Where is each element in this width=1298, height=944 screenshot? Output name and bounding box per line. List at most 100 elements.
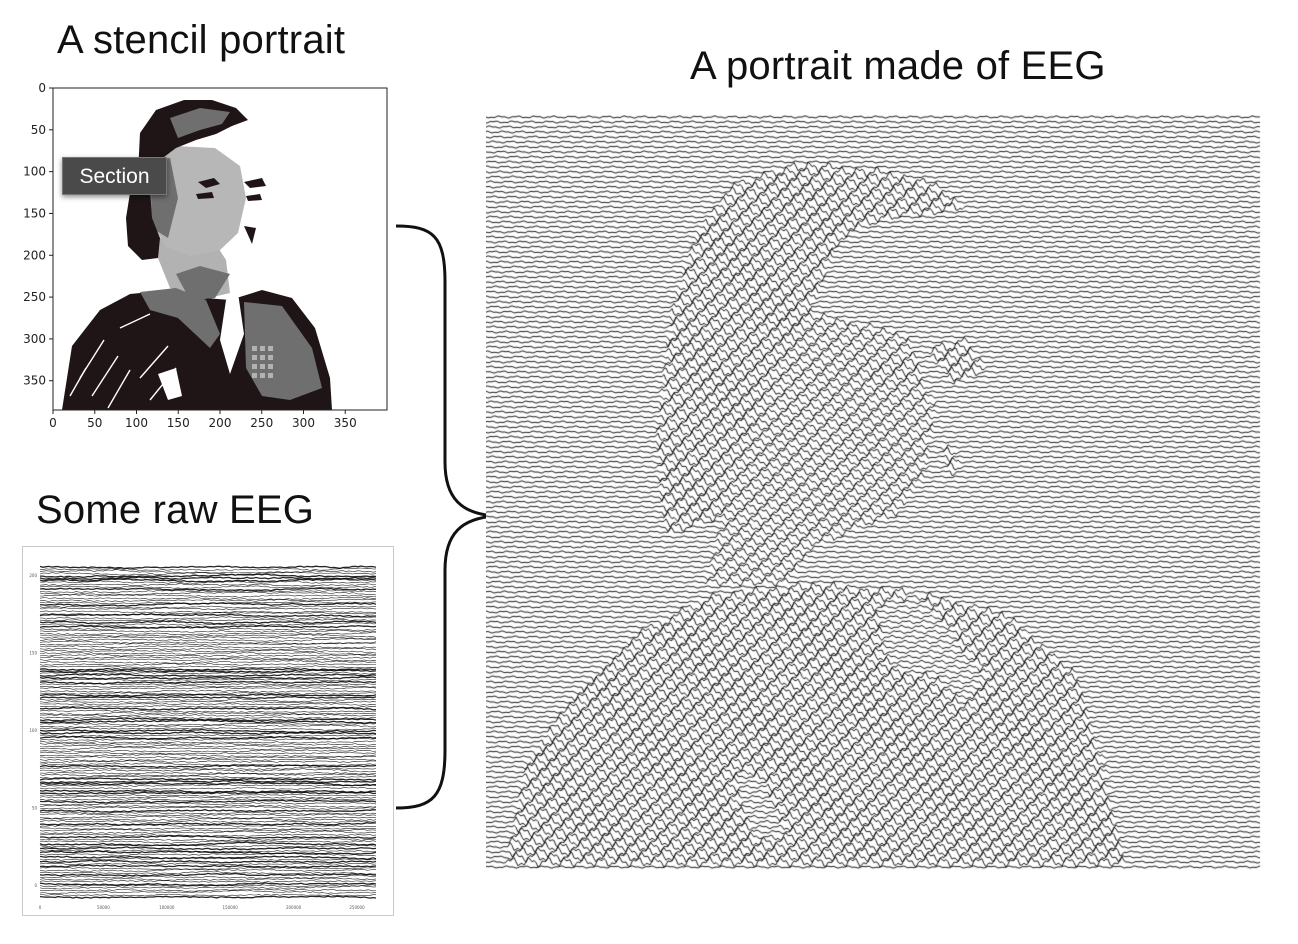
y-tick-label: 250	[23, 290, 46, 304]
eeg-trace	[39, 598, 377, 603]
eeg-trace	[39, 716, 377, 720]
raw-y-tick-label: 100	[29, 728, 37, 733]
eeg-trace	[39, 658, 377, 662]
eeg-trace	[39, 597, 377, 601]
eeg-trace	[40, 642, 377, 646]
eeg-trace	[39, 868, 377, 873]
x-tick-label: 100	[125, 416, 148, 430]
eeg-trace	[39, 779, 377, 784]
section-tooltip: Section	[62, 157, 167, 195]
y-tick-label: 0	[38, 81, 46, 95]
eeg-trace	[39, 629, 377, 633]
eeg-trace	[39, 580, 377, 584]
raw-x-tick-label: 250000	[349, 905, 365, 910]
eeg-trace	[39, 620, 377, 625]
eeg-trace	[39, 713, 377, 717]
raw-x-tick-label: 150000	[223, 905, 239, 910]
y-tick-label: 300	[23, 332, 46, 346]
eeg-trace	[39, 846, 377, 851]
eeg-trace	[39, 793, 377, 797]
eeg-trace	[39, 749, 377, 753]
eeg-trace	[39, 874, 377, 880]
eeg-trace	[39, 775, 377, 779]
eeg-trace	[39, 751, 377, 755]
eeg-trace	[39, 798, 377, 802]
eeg-trace	[39, 645, 377, 649]
eeg-trace	[39, 616, 377, 621]
eeg-trace	[39, 693, 377, 697]
eeg-trace	[39, 760, 377, 764]
eeg-trace	[39, 877, 377, 881]
eeg-trace	[40, 698, 377, 703]
eeg-trace	[40, 665, 377, 669]
raw-x-tick-label: 50000	[97, 905, 110, 910]
eeg-trace	[39, 722, 377, 726]
eeg-trace	[39, 804, 377, 808]
eeg-trace	[39, 626, 377, 631]
eeg-trace	[39, 764, 377, 769]
eeg-trace	[39, 695, 377, 700]
eeg-trace	[39, 587, 377, 592]
eeg-trace	[39, 857, 376, 861]
eeg-trace	[39, 864, 377, 869]
eeg-trace	[39, 671, 377, 675]
x-tick-label: 350	[334, 416, 357, 430]
eeg-trace	[39, 647, 377, 651]
eeg-trace	[39, 833, 377, 837]
eeg-trace	[39, 893, 377, 897]
stencil-portrait-image	[62, 100, 332, 410]
eeg-trace	[39, 655, 377, 660]
eeg-trace	[39, 895, 377, 899]
eeg-trace	[39, 711, 377, 716]
eeg-trace	[39, 755, 377, 759]
eeg-trace	[39, 872, 377, 877]
eeg-trace	[39, 753, 377, 758]
eeg-trace	[39, 844, 377, 848]
x-tick-label: 0	[49, 416, 57, 430]
eeg-trace	[39, 786, 377, 790]
raw-y-tick-label: 0	[34, 883, 37, 888]
x-tick-label: 50	[87, 416, 102, 430]
eeg-trace	[39, 565, 377, 570]
x-tick-label: 200	[209, 416, 232, 430]
eeg-trace	[39, 866, 376, 871]
eeg-trace	[39, 728, 377, 734]
eeg-trace	[39, 705, 377, 709]
eeg-trace	[40, 734, 377, 738]
eeg-trace	[39, 640, 377, 645]
eeg-trace	[39, 569, 377, 574]
eeg-trace	[39, 882, 377, 887]
eeg-trace	[39, 631, 377, 636]
eeg-trace	[39, 706, 377, 711]
eeg-trace	[39, 859, 377, 864]
eeg-trace	[39, 802, 377, 806]
eeg-trace	[39, 830, 377, 835]
eeg-trace	[39, 811, 377, 815]
y-tick-label: 50	[31, 123, 46, 137]
eeg-trace	[39, 607, 377, 611]
eeg-trace	[39, 885, 377, 890]
eeg-trace	[39, 813, 377, 817]
eeg-trace	[39, 822, 377, 826]
eeg-trace	[39, 649, 377, 654]
eeg-trace	[39, 817, 377, 822]
eeg-trace	[39, 571, 377, 576]
eeg-trace	[39, 591, 377, 596]
eeg-trace	[39, 613, 376, 618]
eeg-trace	[39, 684, 377, 688]
eeg-trace	[39, 841, 377, 847]
raw-x-tick-label: 0	[39, 905, 42, 910]
eeg-trace	[39, 735, 377, 740]
eeg-trace	[39, 594, 377, 598]
eeg-trace	[39, 777, 377, 781]
eeg-trace	[39, 828, 377, 833]
eeg-trace	[39, 772, 377, 777]
y-tick-label: 100	[23, 165, 46, 179]
eeg-trace	[39, 808, 377, 813]
eeg-trace	[39, 726, 377, 731]
eeg-trace	[39, 689, 377, 694]
